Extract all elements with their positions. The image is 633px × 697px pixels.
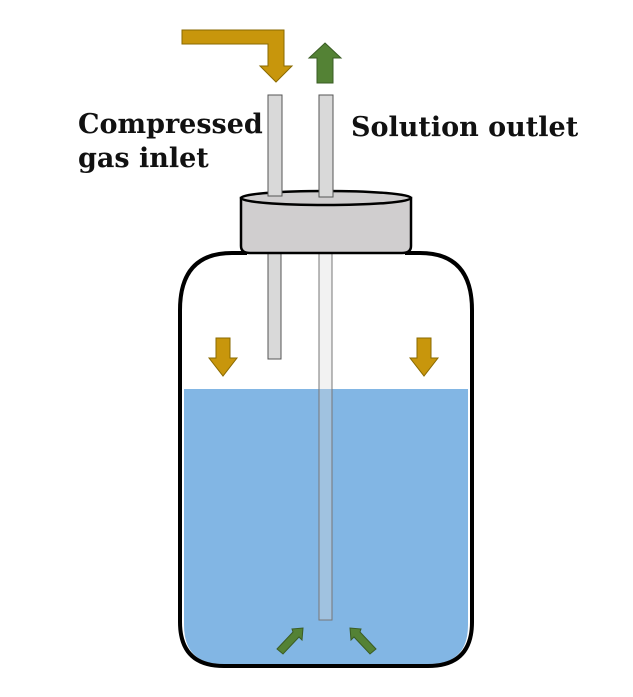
gas-inlet-arrow — [181, 29, 294, 83]
bottle-outline — [178, 251, 474, 668]
bottle-cap — [239, 196, 413, 255]
gas-inlet-label-line2: gas inlet — [78, 143, 209, 174]
inlet-tube-inner — [267, 249, 282, 360]
liquid — [184, 389, 468, 664]
outlet-tube-inner — [318, 249, 333, 621]
gas-pressure-arrow-right — [408, 337, 440, 377]
inlet-tube-outer — [267, 94, 283, 197]
solution-outlet-label: Solution outlet — [351, 112, 579, 143]
solution-flow-arrow-right — [349, 627, 377, 655]
solution-flow-arrow-left — [276, 627, 304, 655]
outlet-tube-outer — [318, 94, 334, 198]
gas-pressure-arrow-left — [207, 337, 239, 377]
gas-inlet-label-line1: Compressed — [78, 109, 263, 140]
solution-outlet-arrow — [307, 42, 343, 84]
gas-inlet-label: Compressed gas inlet — [78, 108, 263, 176]
